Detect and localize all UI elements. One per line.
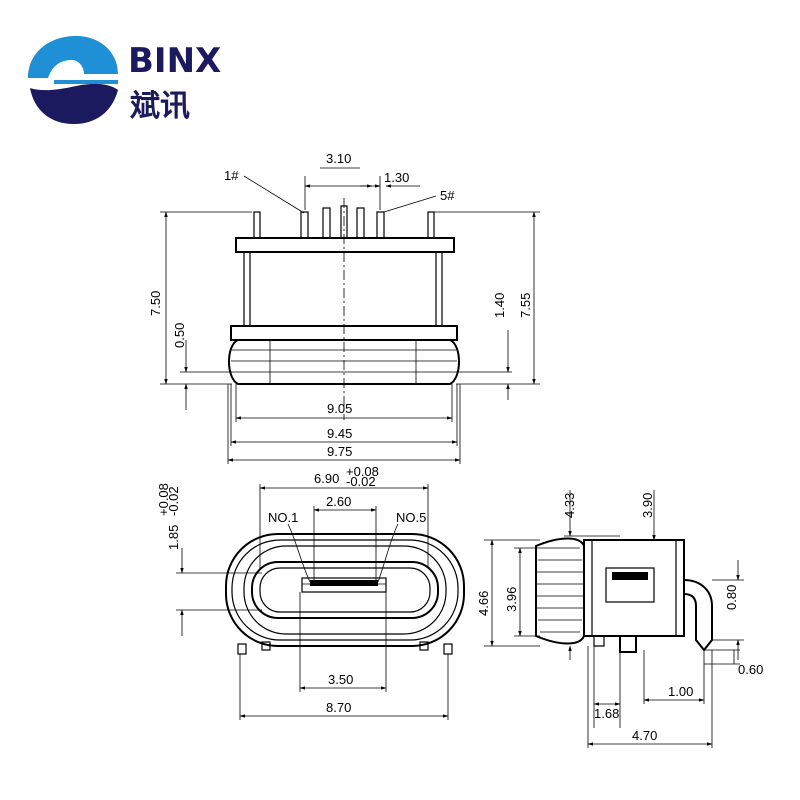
dim-h-433: 4.33 xyxy=(562,493,577,518)
dim-height-right-small: 1.40 xyxy=(492,293,507,318)
dim-pitch-end: 1.30 xyxy=(384,170,409,185)
dim-body-width: 8.70 xyxy=(326,700,351,715)
logo-emblem-icon xyxy=(28,36,118,124)
pin-1-label: 1# xyxy=(224,168,239,183)
contact-5-label: NO.5 xyxy=(396,510,426,525)
dim-h-466: 4.66 xyxy=(476,591,491,616)
dim-height-left: 7.50 xyxy=(148,291,163,316)
brand-name-en: BINX xyxy=(128,41,221,81)
dim-opening-width: 6.90 xyxy=(314,471,339,486)
brand-logo: BINX 斌讯 xyxy=(28,36,221,124)
dim-height-tol-plus: +0.08 xyxy=(156,483,171,516)
dim-height-right: 7.55 xyxy=(518,293,533,318)
dim-lead-span: 3.50 xyxy=(328,672,353,687)
contact-1-label: NO.1 xyxy=(268,510,298,525)
dim-h-396: 3.96 xyxy=(504,587,519,612)
dim-offset-left: 0.50 xyxy=(172,323,187,348)
dim-w-470: 4.70 xyxy=(632,728,657,743)
pin-5-label: 5# xyxy=(440,188,455,203)
dim-h-060: 0.60 xyxy=(738,662,763,677)
top-view: 1# 5# 3.10 1.30 7.50 0.50 1.40 7.55 xyxy=(148,151,540,464)
dim-width-3: 9.75 xyxy=(327,444,352,459)
brand-name-cn: 斌讯 xyxy=(130,89,190,124)
dim-height-tol-minus: -0.02 xyxy=(166,486,181,516)
dim-w-100: 1.00 xyxy=(668,684,693,699)
dim-h-080: 0.80 xyxy=(724,585,739,610)
dim-contact-span: 2.60 xyxy=(326,494,351,509)
dim-h-390: 3.90 xyxy=(640,493,655,518)
dim-width-2: 9.45 xyxy=(327,426,352,441)
dim-w-168: 1.68 xyxy=(594,706,619,721)
side-view: 4.33 3.90 4.66 3.96 0.80 0.60 1.00 xyxy=(476,490,763,748)
dim-height-left: 1.85 xyxy=(166,525,181,550)
dim-width-1: 9.05 xyxy=(327,401,352,416)
dim-opening-tol-minus: -0.02 xyxy=(346,474,376,489)
front-view: 6.90 +0.08 -0.02 2.60 NO.1 NO.5 1.85 +0.… xyxy=(156,464,465,720)
contacts xyxy=(310,580,378,586)
dim-opening-tol-plus: +0.08 xyxy=(346,464,379,479)
dim-pitch-total: 3.10 xyxy=(326,151,351,166)
